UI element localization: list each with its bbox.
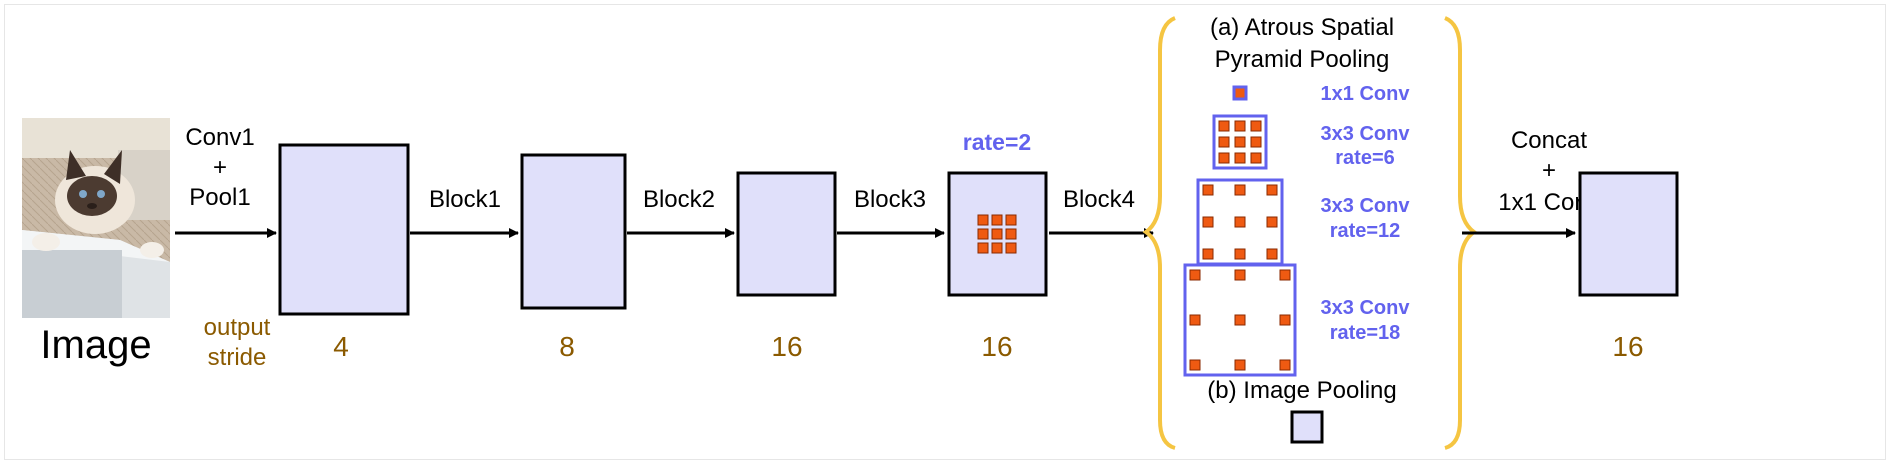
- block1-label: Block1: [429, 186, 501, 213]
- feature-map-2: 8: [520, 153, 627, 362]
- atrous-rate6-kernel-icon: [1212, 114, 1268, 170]
- block4-arrow: Block4: [1049, 186, 1154, 238]
- output-stride-label-line2: stride: [208, 344, 267, 371]
- aspp-title-line2: Pyramid Pooling: [1215, 46, 1390, 73]
- feature-map-1-box: [278, 143, 410, 316]
- rate18-kernel-dot: [1279, 269, 1291, 281]
- concat-label-line2: +: [1542, 157, 1556, 184]
- cat-photo-icon: [22, 118, 170, 318]
- rate2-kernel-dot: [1005, 214, 1017, 226]
- rate18-kernel-dot: [1234, 359, 1246, 371]
- rate6-kernel-dot: [1218, 152, 1230, 164]
- rate18-kernel-dot: [1234, 269, 1246, 281]
- rate2-kernel-dot: [991, 214, 1003, 226]
- conv-pool-label-line3: Pool1: [189, 184, 250, 211]
- rate2-kernel-dot: [1005, 228, 1017, 240]
- block4-label: Block4: [1063, 186, 1135, 213]
- feature-map-1-stride: 4: [333, 331, 349, 362]
- rate2-kernel-dot: [991, 228, 1003, 240]
- feature-map-2-stride: 8: [559, 331, 575, 362]
- rate18-kernel-dot: [1189, 359, 1201, 371]
- feature-map-3-stride: 16: [771, 331, 802, 362]
- atrous-rate12-kernel-icon: [1196, 178, 1284, 266]
- image-pooling-label: (b) Image Pooling: [1207, 377, 1396, 404]
- conv-pool-arrow: Conv1 + Pool1: [175, 124, 277, 238]
- rate18-kernel-dot: [1189, 269, 1201, 281]
- aspp-module: (a) Atrous Spatial Pyramid Pooling 1x1 C…: [1142, 14, 1478, 450]
- aspp-branch-1x1: 1x1 Conv: [1232, 83, 1411, 105]
- image-pooling-box: [1290, 410, 1324, 444]
- atrous-rate18-kernel-icon: [1183, 263, 1297, 377]
- aspp-branch-3-label-line2: rate=12: [1330, 220, 1401, 242]
- rate6-kernel-dot: [1218, 136, 1230, 148]
- aspp-branch-4-label-line1: 3x3 Conv: [1321, 297, 1411, 319]
- block3-label: Block3: [854, 186, 926, 213]
- feature-map-4-stride: 16: [981, 331, 1012, 362]
- rate6-kernel-dot: [1250, 120, 1262, 132]
- rate12-kernel-dot: [1234, 248, 1246, 260]
- feature-map-3: 16: [736, 171, 837, 362]
- block3-arrow: Block3: [837, 186, 945, 238]
- conv-pool-label-line2: +: [213, 154, 227, 181]
- rate2-kernel-dot: [991, 242, 1003, 254]
- conv1x1-kernel-dot: [1232, 85, 1248, 101]
- rate18-kernel-frame: [1183, 263, 1297, 377]
- output-feature-map-stride: 16: [1612, 331, 1643, 362]
- rate12-kernel-dot: [1266, 248, 1278, 260]
- conv1x1-kernel-icon: [1232, 85, 1248, 101]
- block1-arrow: Block1: [410, 186, 519, 238]
- aspp-branch-3-label-line1: 3x3 Conv: [1321, 195, 1411, 217]
- conv-pool-label-line1: Conv1: [185, 124, 254, 151]
- aspp-branch-2-label-line2: rate=6: [1335, 147, 1395, 169]
- feature-map-4: rate=2 16: [947, 129, 1048, 362]
- rate6-kernel-frame: [1212, 114, 1268, 170]
- feature-map-3-box: [736, 171, 837, 297]
- input-image-caption: Image: [40, 323, 151, 367]
- rate18-kernel-dot: [1189, 314, 1201, 326]
- aspp-branch-2-label-line1: 3x3 Conv: [1321, 123, 1411, 145]
- rate6-kernel-dot: [1234, 152, 1246, 164]
- rate12-kernel-dot: [1202, 248, 1214, 260]
- feature-map-1: 4: [278, 143, 410, 362]
- aspp-branch-rate18: 3x3 Conv rate=18: [1183, 263, 1411, 377]
- rate12-kernel-dot: [1234, 216, 1246, 228]
- rate2-kernel-dot: [1005, 242, 1017, 254]
- rate18-kernel-dot: [1234, 314, 1246, 326]
- rate6-kernel-dot: [1250, 152, 1262, 164]
- aspp-title-line1: (a) Atrous Spatial: [1210, 14, 1394, 41]
- output-feature-map-box: [1578, 171, 1679, 297]
- aspp-branch-4-label-line2: rate=18: [1330, 322, 1401, 344]
- left-brace: [1142, 16, 1176, 450]
- output-stride-label-line1: output: [204, 314, 271, 341]
- rate12-kernel-dot: [1202, 184, 1214, 196]
- aspp-branch-rate6: 3x3 Conv rate=6: [1212, 114, 1411, 170]
- aspp-branch-rate12: 3x3 Conv rate=12: [1196, 178, 1411, 266]
- rate18-kernel-dot: [1279, 359, 1291, 371]
- rate6-kernel-dot: [1218, 120, 1230, 132]
- block2-arrow: Block2: [627, 186, 735, 238]
- block4-rate-label: rate=2: [963, 129, 1031, 155]
- aspp-branch-1-label: 1x1 Conv: [1321, 83, 1411, 105]
- rate6-kernel-dot: [1250, 136, 1262, 148]
- rate12-kernel-dot: [1234, 184, 1246, 196]
- rate2-kernel-dot: [977, 228, 989, 240]
- rate2-kernel-dot: [977, 214, 989, 226]
- rate18-kernel-dot: [1279, 314, 1291, 326]
- rate6-kernel-dot: [1234, 120, 1246, 132]
- input-image: Image: [22, 118, 170, 367]
- rate2-kernel-dot: [977, 242, 989, 254]
- rate12-kernel-dot: [1202, 216, 1214, 228]
- feature-map-2-box: [520, 153, 627, 310]
- concat-label-line1: Concat: [1511, 127, 1587, 154]
- rate12-kernel-dot: [1266, 216, 1278, 228]
- output-feature-map: 16: [1578, 171, 1679, 362]
- rate6-kernel-dot: [1234, 136, 1246, 148]
- rate2-kernel-icon: [977, 214, 1017, 254]
- block2-label: Block2: [643, 186, 715, 213]
- rate12-kernel-dot: [1266, 184, 1278, 196]
